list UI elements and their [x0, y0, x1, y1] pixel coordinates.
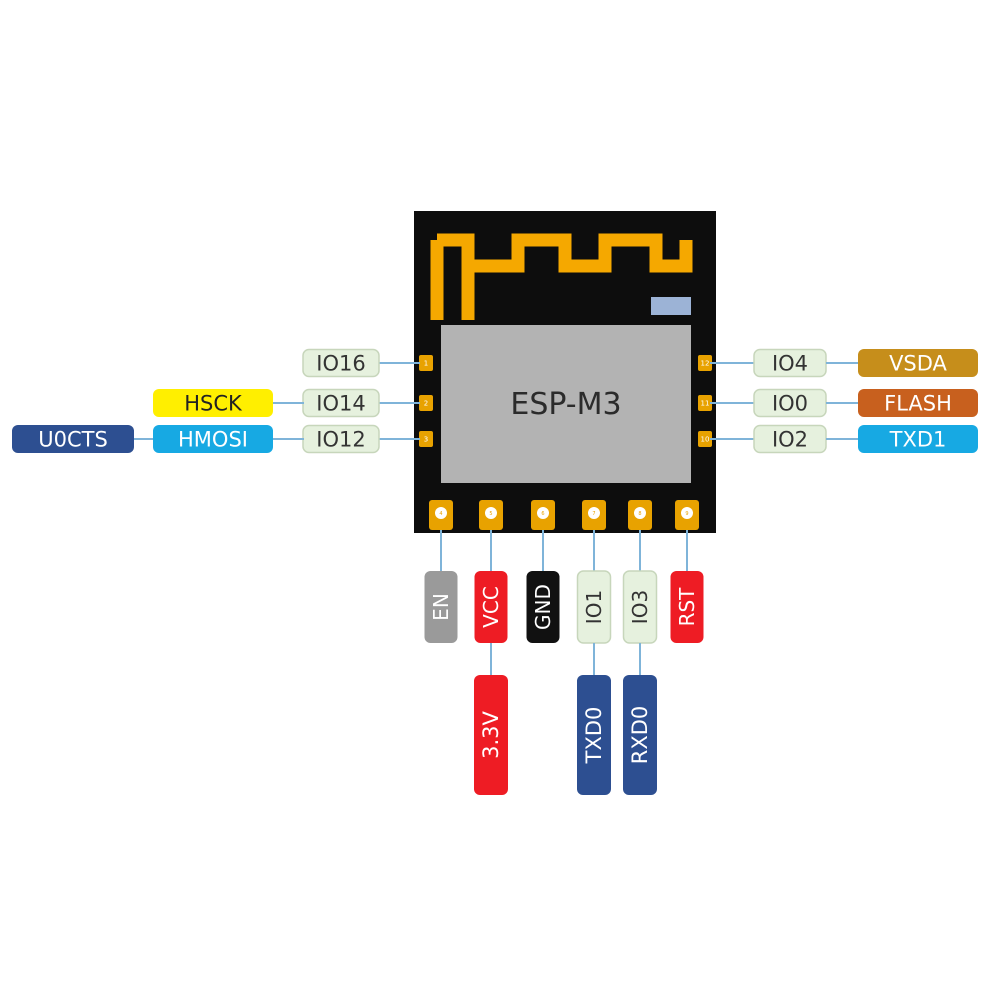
left-pin-io16-pad [419, 355, 433, 371]
bottom-pin-en-hole [435, 507, 447, 519]
right-pin-io0-func-flash-box [858, 389, 978, 417]
right-pin-io2-pad [698, 431, 712, 447]
left-pin-io14-pad [419, 395, 433, 411]
left-pin-io12-func-hmosi-box [153, 425, 273, 453]
bottom-pin-rst-label-text: RST [675, 587, 699, 627]
bottom-pin-en-number: 4 [439, 511, 442, 517]
right-pin-io0-func-flash-text: FLASH [884, 392, 952, 416]
left-pin-io14-func-hsck-text: HSCK [184, 392, 243, 416]
bottom-pin-vcc-sub-33v-box [474, 675, 508, 795]
right-pin-io4-pad [698, 355, 712, 371]
left-pin-io14-func-hsck-box [153, 389, 273, 417]
bottom-pin-io1-label-text: IO1 [582, 590, 606, 624]
left-pin-io16-label-box [302, 348, 380, 378]
bottom-pin-en-label-box [424, 571, 458, 643]
right-pin-io0-label-text: IO0 [772, 392, 808, 416]
metal-shield [441, 325, 691, 483]
bottom-pin-vcc-hole [485, 507, 497, 519]
bottom-pin-io3-hole [634, 507, 646, 519]
bottom-pin-gnd-hole [537, 507, 549, 519]
bottom-pin-rst-hole [681, 507, 693, 519]
module-marker [651, 297, 691, 315]
bottom-pin-io3-number: 8 [638, 511, 641, 517]
bottom-pin-en-label-text: EN [429, 593, 453, 621]
left-pin-io16-label-text: IO16 [316, 352, 365, 376]
right-pin-io4-number: 12 [701, 360, 710, 368]
bottom-pin-io1-hole [588, 507, 600, 519]
bottom-pin-gnd-label-box [526, 571, 560, 643]
esp-m3-module: ESP-M3 [414, 211, 716, 533]
bottom-pin-rst-number: 9 [685, 511, 688, 517]
bottom-pin-vcc-label-box [474, 571, 508, 643]
right-pin-io2-number: 10 [701, 436, 710, 444]
right-pin-io2-func-txd1-text: TXD1 [889, 428, 947, 452]
bottom-pin-vcc-label-text: VCC [479, 586, 503, 628]
right-pins: 12 IO4 VSDA 11 IO0 FLASH 10 IO2 TXD1 [698, 348, 978, 454]
left-pin-io12-number: 3 [424, 436, 428, 444]
right-pin-io2-func-txd1-box [858, 425, 978, 453]
left-pin-io14-label-text: IO14 [316, 392, 365, 416]
bottom-pin-rst-label-box [670, 571, 704, 643]
right-pin-io2-label-text: IO2 [772, 428, 808, 452]
bottom-pin-io1-sub-txd0-box [577, 675, 611, 795]
bottom-pin-gnd-label-text: GND [531, 584, 555, 630]
bottom-pin-io3-label-text: IO3 [628, 590, 652, 624]
right-pin-io0-number: 11 [701, 400, 710, 408]
left-pin-io14-number: 2 [424, 400, 428, 408]
bottom-pin-io1-sub-txd0-text: TXD0 [582, 707, 606, 765]
bottom-pin-io3-sub-rxd0-text: RXD0 [628, 706, 652, 765]
left-pin-io12-func-u0cts-text: U0CTS [38, 428, 108, 452]
antenna-trace [430, 233, 693, 320]
left-pin-io12-label-text: IO12 [316, 428, 365, 452]
bottom-pin-vcc-sub-33v-text: 3.3V [479, 710, 503, 758]
left-pins: 1 IO16 2 IO14 HSCK 3 IO12 HMOSI U0CTS [12, 348, 433, 454]
left-pin-io12-func-u0cts-box [12, 425, 134, 453]
bottom-pin-io1-number: 7 [592, 511, 595, 517]
bottom-pin-vcc-number: 5 [489, 511, 492, 517]
bottom-pin-io3-sub-rxd0-box [623, 675, 657, 795]
bottom-pin-gnd-number: 6 [541, 511, 544, 517]
left-pin-io12-func-hmosi-text: HMOSI [178, 428, 248, 452]
right-pin-io4-func-vsda-text: VSDA [889, 352, 947, 376]
right-pin-io4-func-vsda-box [858, 349, 978, 377]
right-pin-io0-pad [698, 395, 712, 411]
left-pin-io12-pad [419, 431, 433, 447]
right-pin-io4-label-text: IO4 [772, 352, 808, 376]
module-name: ESP-M3 [510, 387, 621, 422]
left-pin-io16-number: 1 [424, 360, 428, 368]
